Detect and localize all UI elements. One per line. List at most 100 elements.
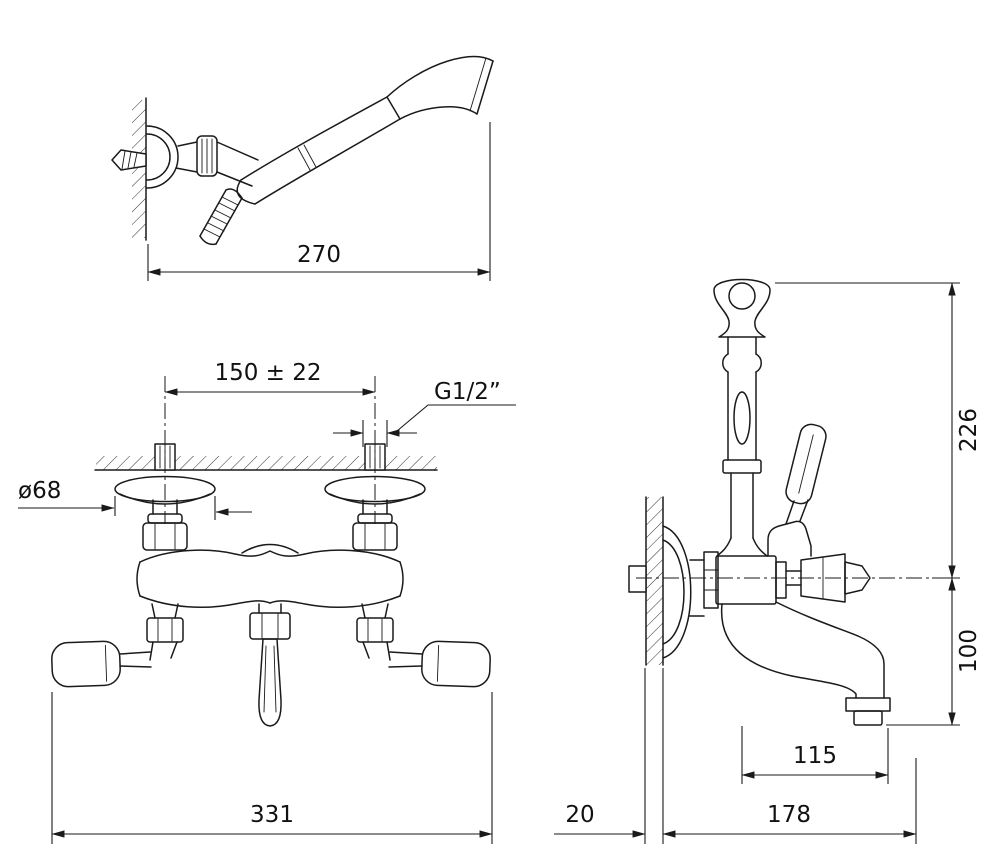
shower-cradle xyxy=(713,278,771,338)
diverter-hex xyxy=(249,612,291,640)
handle-base xyxy=(767,520,812,557)
shower-head-bottom xyxy=(399,106,478,120)
escutcheon-skirt xyxy=(329,493,421,505)
body-hex-nut xyxy=(703,551,719,609)
column-upper xyxy=(727,336,757,355)
escutcheon-right xyxy=(324,475,426,503)
hex-facets xyxy=(364,523,386,550)
valve-hex-nut xyxy=(352,522,398,551)
column-lower xyxy=(730,472,754,539)
lever-hex xyxy=(146,617,184,643)
dim-escutcheon-dia: ø68 xyxy=(18,478,61,504)
paddle-facet xyxy=(798,434,814,494)
hose-top-cap xyxy=(225,188,243,199)
holder-cone xyxy=(216,141,259,187)
lever-paddle-right xyxy=(421,640,491,688)
dim-height-below-axis: 100 xyxy=(956,629,982,673)
mounting-screw xyxy=(111,149,147,171)
column-shaft xyxy=(727,371,757,461)
column-collar xyxy=(722,459,762,474)
hex-facets xyxy=(261,613,279,639)
dim-height-above-axis: 226 xyxy=(956,408,982,452)
lever-taper xyxy=(361,603,389,619)
body-top-edge xyxy=(139,549,401,563)
lever-cone xyxy=(362,641,391,661)
head-joint-line xyxy=(386,96,401,120)
leader-line xyxy=(396,404,516,432)
column-bulge xyxy=(722,353,762,373)
dim-depth: 178 xyxy=(767,802,811,828)
aerator-tip xyxy=(853,710,883,726)
knob-end-cap xyxy=(844,561,871,595)
hose-edge-right xyxy=(215,197,243,245)
column-flare xyxy=(716,537,768,557)
lever-arm xyxy=(119,651,152,668)
flange-neck xyxy=(175,141,198,173)
handle-rings xyxy=(297,144,317,171)
mixer-body xyxy=(715,555,777,605)
hose-coil-lines xyxy=(203,196,239,238)
lever-hex xyxy=(356,617,394,643)
lever-cone xyxy=(149,641,178,661)
wall-hatch xyxy=(646,497,663,665)
diverter-neck xyxy=(258,603,282,614)
valve-hex-nut xyxy=(142,522,188,551)
flange-neck xyxy=(689,559,705,617)
spray-face xyxy=(476,60,494,115)
body-right-cap xyxy=(399,561,404,597)
wall-hatch xyxy=(96,456,437,470)
dim-inlet-spacing: 150 ± 22 xyxy=(214,360,321,386)
shower-head-top xyxy=(386,55,494,98)
dim-spout-reach: 115 xyxy=(793,743,837,769)
side-view: 226 100 115 20 178 xyxy=(554,278,982,844)
wall-flange-outer xyxy=(146,125,179,189)
screw-threads xyxy=(121,150,138,170)
handle-butt xyxy=(236,179,256,205)
aerator-ring xyxy=(845,697,891,712)
diverter-knob xyxy=(800,553,846,603)
hex-facets xyxy=(157,618,173,642)
escutcheon-left xyxy=(114,475,216,503)
dim-wall-offset: 20 xyxy=(565,802,594,828)
paddle-facet xyxy=(104,644,108,682)
flange-outer xyxy=(662,525,692,659)
body-center-hump xyxy=(241,543,299,554)
paddle-facet xyxy=(436,644,440,682)
valve-neck xyxy=(362,499,388,515)
hex-facets xyxy=(154,523,176,550)
hex-facets xyxy=(367,618,383,642)
blade-facets xyxy=(263,645,277,713)
flange-inner xyxy=(662,539,685,645)
diverter-stem xyxy=(785,570,802,586)
front-view: 150 ± 22 G1/2” xyxy=(18,360,516,844)
hand-shower-view: 270 xyxy=(111,55,494,281)
dim-thread: G1/2” xyxy=(434,379,501,405)
column-slot xyxy=(733,391,751,445)
spout-inner-edge xyxy=(720,603,857,699)
body-left-cap xyxy=(136,561,141,597)
cradle-hole xyxy=(728,282,756,310)
handle-paddle xyxy=(785,423,827,505)
hose-edge-left xyxy=(199,189,227,237)
body-bottom-edge xyxy=(139,595,401,608)
knurl-lines xyxy=(201,138,213,174)
handle-stem xyxy=(785,499,809,525)
handle-upper-edge xyxy=(240,96,388,181)
valve-neck xyxy=(152,499,178,515)
dim-handshower-length: 270 xyxy=(297,242,341,268)
lever-arm xyxy=(388,651,423,668)
spray-face-rim xyxy=(469,57,487,112)
hose-bottom-cap xyxy=(199,235,217,246)
wall-flange-inner xyxy=(146,133,171,181)
lever-taper xyxy=(151,603,179,619)
ext-ticks xyxy=(114,496,216,520)
wall-inlet-stub xyxy=(628,565,647,593)
handle-lower-edge xyxy=(254,118,401,205)
wall-hatch xyxy=(132,100,146,238)
body-step-ring xyxy=(775,561,787,599)
dim-overall-width: 331 xyxy=(250,802,294,828)
spout-outer-edge xyxy=(775,601,885,699)
escutcheon-skirt xyxy=(119,493,211,505)
